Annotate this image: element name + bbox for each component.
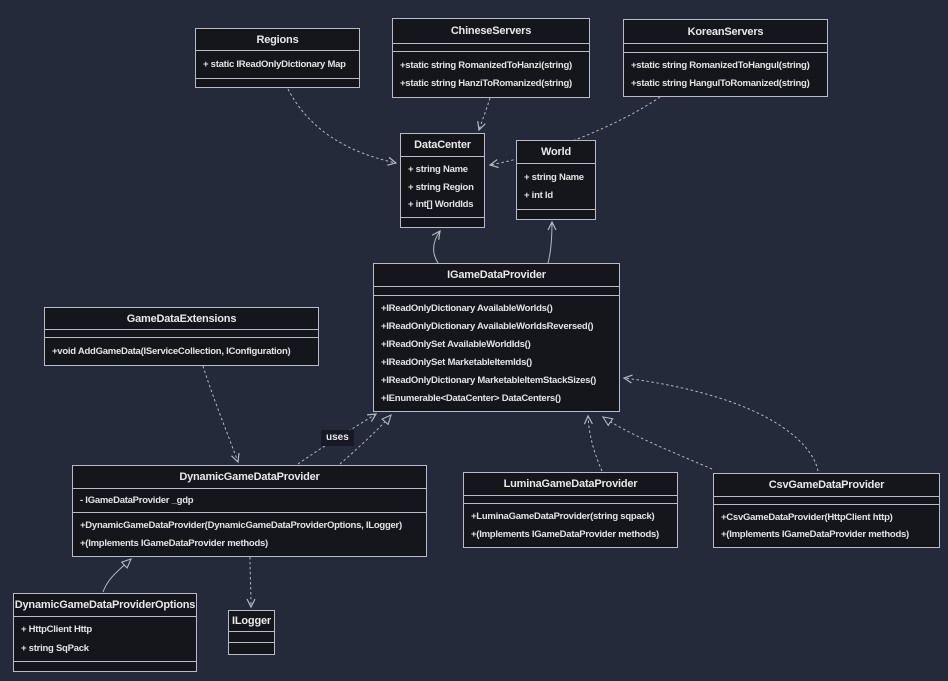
class-title: World: [541, 146, 571, 158]
class-member: + int[] WorldIds: [408, 199, 474, 211]
edge-dynamicgdp-ilogger: [246, 556, 256, 609]
class-methods: +CsvGameDataProvider(HttpClient http) +(…: [714, 504, 939, 547]
class-methods: [229, 642, 274, 654]
class-title: DynamicGameDataProviderOptions: [14, 599, 196, 611]
class-attributes: [464, 495, 677, 503]
class-dynamicgamedataprovideroptions: DynamicGameDataProviderOptions + HttpCli…: [13, 593, 197, 672]
class-attributes: [624, 43, 827, 52]
class-member: + HttpClient Http: [21, 624, 92, 636]
class-member: +IEnumerable<DataCenter> DataCenters(): [381, 393, 561, 404]
class-title: IGameDataProvider: [447, 269, 546, 281]
class-title: ChineseServers: [450, 25, 532, 37]
class-methods: +static string RomanizedToHangul(string)…: [624, 52, 827, 96]
class-koreanservers: KoreanServers +static string RomanizedTo…: [623, 19, 828, 97]
class-member: +static string RomanizedToHangul(string): [631, 60, 810, 71]
class-member: +DynamicGameDataProvider(DynamicGameData…: [80, 520, 402, 531]
class-member: +(Implements IGameDataProvider methods): [721, 529, 909, 541]
class-chineseservers: ChineseServers +static string RomanizedT…: [392, 18, 590, 98]
class-member: +static string HangulToRomanized(string): [631, 78, 810, 89]
class-member: + string Name: [408, 163, 468, 175]
class-title: DynamicGameDataProvider: [179, 471, 320, 483]
class-member: +(Implements IGameDataProvider methods): [471, 529, 659, 540]
class-title: KoreanServers: [687, 25, 764, 38]
class-methods: +static string RomanizedToHanzi(string) …: [393, 51, 589, 97]
class-member: +CsvGameDataProvider(HttpClient http): [721, 511, 893, 523]
edge-dynamicgdp-implements-igdp: [339, 413, 392, 465]
class-methods: +IReadOnlyDictionary AvailableWorlds() +…: [374, 295, 619, 411]
class-member: +(Implements IGameDataProvider methods): [80, 538, 268, 549]
class-attributes: + string Name + string Region + int[] Wo…: [401, 156, 484, 217]
edge-regions-datacenter: [287, 88, 398, 166]
class-title: ILogger: [232, 615, 271, 627]
class-methods: [14, 661, 196, 671]
class-methods: +LuminaGameDataProvider(string sqpack) +…: [464, 503, 677, 547]
class-dynamicgamedataprovider: DynamicGameDataProvider - IGameDataProvi…: [72, 465, 427, 557]
edge-igdp-world: [547, 220, 557, 264]
class-methods: [517, 209, 595, 219]
class-attributes: + static IReadOnlyDictionary Map: [196, 50, 359, 78]
class-title: DataCenter: [414, 139, 471, 151]
class-title: GameDataExtensions: [126, 312, 237, 325]
class-datacenter: DataCenter + string Name + string Region…: [400, 133, 485, 228]
class-attributes: [374, 286, 619, 295]
class-gamedataextensions: GameDataExtensions +void AddGameData(ISe…: [44, 307, 319, 366]
class-member: + string SqPack: [21, 642, 89, 654]
class-member: +IReadOnlyDictionary AvailableWorldsReve…: [381, 321, 594, 332]
class-member: +IReadOnlyDictionary MarketableItemStack…: [381, 375, 597, 386]
class-attributes: [393, 43, 589, 51]
edge-csvgdp-implements-igdp: [601, 416, 713, 470]
class-attributes: + HttpClient Http + string SqPack: [14, 616, 196, 661]
edge-gde-dynamicgdp: [202, 365, 240, 464]
class-member: - IGameDataProvider _gdp: [80, 495, 194, 506]
edge-label-uses: uses: [321, 430, 354, 446]
class-member: + string Name: [524, 171, 584, 183]
class-member: +static string HanziToRomanized(string): [400, 78, 572, 90]
class-member: +IReadOnlyDictionary AvailableWorlds(): [381, 303, 553, 314]
class-member: + int Id: [524, 190, 553, 202]
class-attributes: + string Name + int Id: [517, 163, 595, 209]
class-methods: +void AddGameData(IServiceCollection, IC…: [45, 337, 318, 365]
class-title: Regions: [256, 33, 299, 46]
class-igamedataprovider: IGameDataProvider +IReadOnlyDictionary A…: [373, 263, 620, 412]
class-title: CsvGameDataProvider: [768, 479, 885, 491]
edge-csvgdp-igdp: [622, 374, 819, 472]
class-regions: Regions + static IReadOnlyDictionary Map: [195, 28, 360, 88]
class-attributes: - IGameDataProvider _gdp: [73, 488, 426, 512]
class-member: +void AddGameData(IServiceCollection, IC…: [52, 346, 291, 357]
class-attributes: [45, 329, 318, 337]
edge-options-dynamicgdp: [102, 558, 132, 593]
class-member: + static IReadOnlyDictionary Map: [203, 59, 346, 70]
class-attributes: [229, 631, 274, 642]
edge-luminagdp-igdp: [583, 414, 603, 472]
class-luminagamedataprovider: LuminaGameDataProvider +LuminaGameDataPr…: [463, 472, 678, 548]
edge-igdp-datacenter: [431, 229, 441, 264]
edge-chineseservers-datacenter: [477, 97, 491, 132]
class-csvgamedataprovider: CsvGameDataProvider +CsvGameDataProvider…: [713, 473, 940, 548]
class-title: LuminaGameDataProvider: [503, 478, 638, 490]
class-member: +IReadOnlySet MarketableItemIds(): [381, 357, 532, 368]
class-ilogger: ILogger: [228, 610, 275, 655]
class-member: +LuminaGameDataProvider(string sqpack): [471, 511, 655, 522]
class-methods: [401, 217, 484, 227]
class-member: + string Region: [408, 181, 474, 193]
class-member: +IReadOnlySet AvailableWorldIds(): [381, 339, 531, 350]
class-attributes: [714, 496, 939, 504]
class-methods: [196, 78, 359, 87]
class-member: +static string RomanizedToHanzi(string): [400, 59, 572, 71]
class-methods: +DynamicGameDataProvider(DynamicGameData…: [73, 512, 426, 556]
class-world: World + string Name + int Id: [516, 140, 596, 220]
